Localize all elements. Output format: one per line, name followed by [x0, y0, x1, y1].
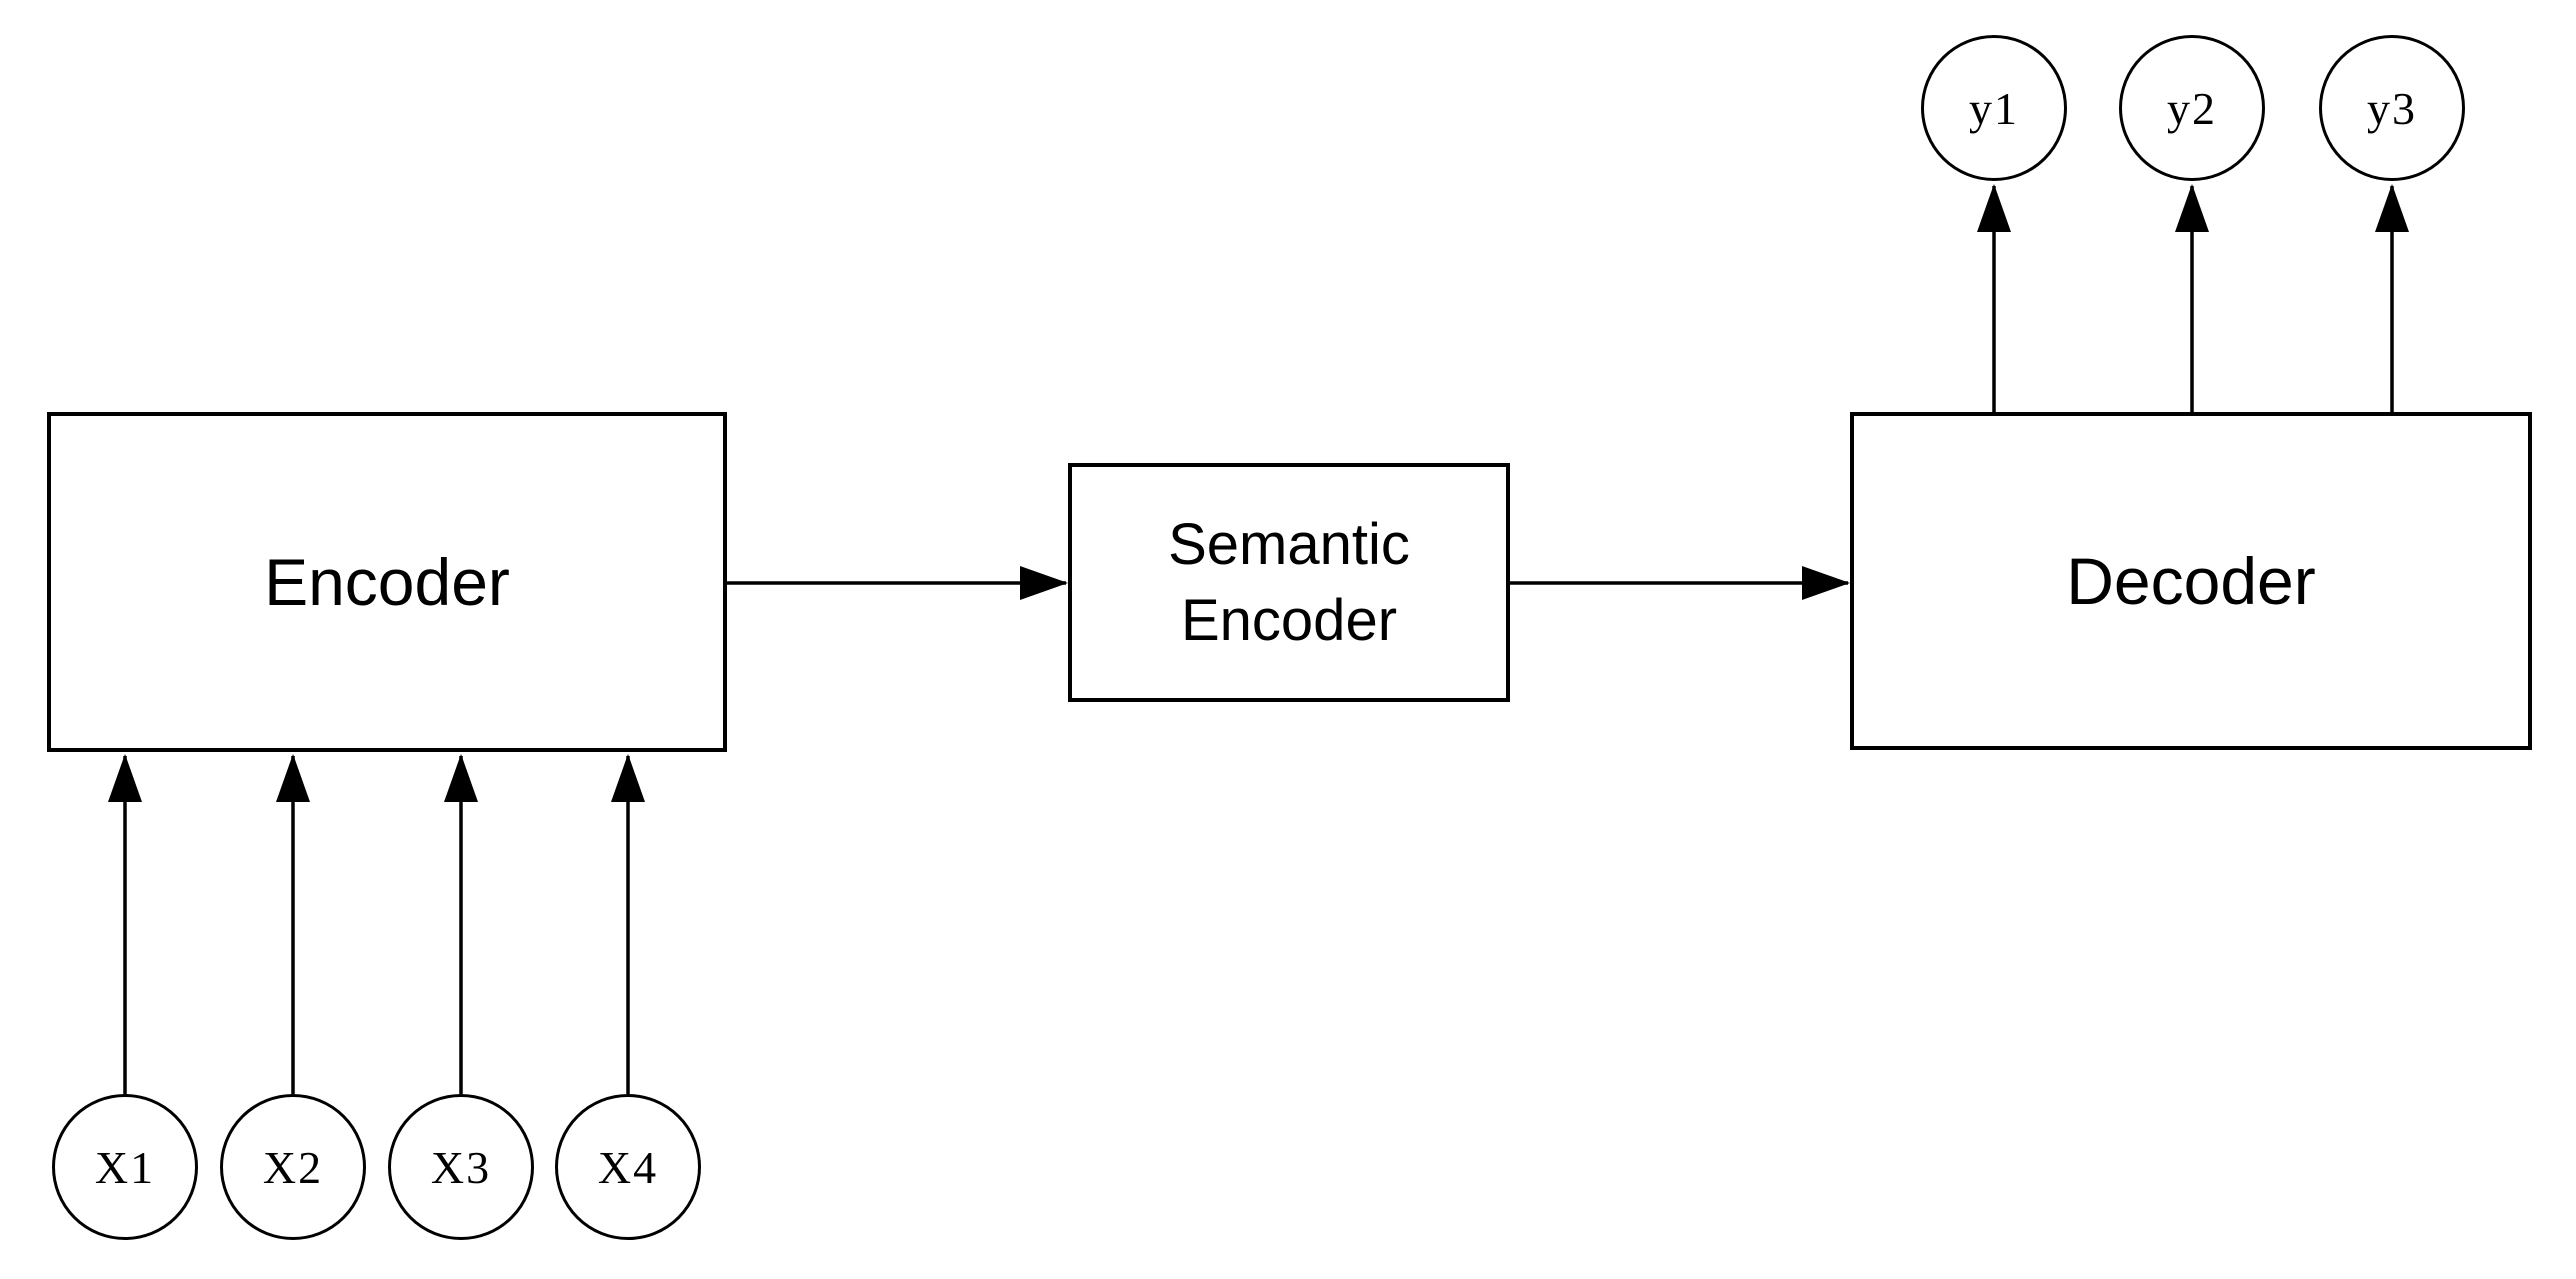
encoder-label: Encoder — [264, 544, 510, 619]
input-node-x2-label: X2 — [262, 1141, 324, 1193]
encoder-block: Encoder — [47, 412, 727, 752]
input-node-x1-label: X1 — [94, 1141, 156, 1193]
decoder-block: Decoder — [1850, 412, 2532, 750]
input-node-x3-label: X3 — [430, 1141, 492, 1193]
semantic-encoder-label-line2: Encoder — [1180, 587, 1398, 653]
output-node-y1-label: y1 — [1969, 82, 2019, 134]
input-node-x1: X1 — [52, 1094, 198, 1240]
input-node-x4-label: X4 — [597, 1141, 659, 1193]
input-node-x3: X3 — [388, 1094, 534, 1240]
output-arrows — [1977, 184, 2409, 412]
input-node-x2: X2 — [220, 1094, 366, 1240]
output-node-y3: y3 — [2319, 35, 2465, 181]
semantic-encoder-label-line1: Semantic — [1168, 511, 1410, 577]
input-arrows — [108, 754, 645, 1094]
output-node-y2-label: y2 — [2167, 82, 2217, 134]
output-node-y1: y1 — [1921, 35, 2067, 181]
output-node-y2: y2 — [2119, 35, 2265, 181]
output-node-y3-label: y3 — [2367, 82, 2417, 134]
input-node-x4: X4 — [555, 1094, 701, 1240]
decoder-label: Decoder — [2066, 543, 2316, 618]
semantic-encoder-block: Semantic Encoder — [1068, 463, 1510, 702]
